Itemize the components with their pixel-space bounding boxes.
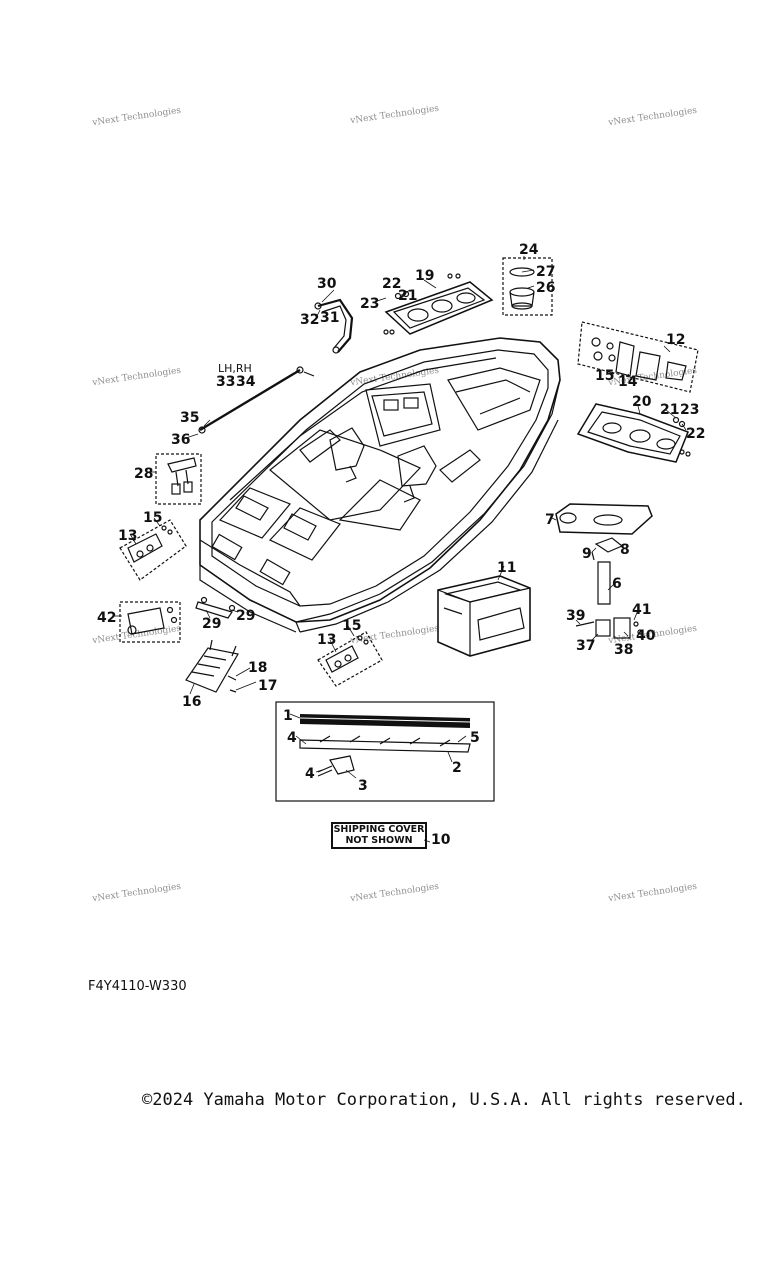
cooler bbox=[437, 575, 531, 657]
callout-34: 34 bbox=[236, 374, 256, 390]
side-label: LH,RH bbox=[218, 362, 252, 375]
callout-13b: 13 bbox=[317, 632, 336, 648]
callout-11: 11 bbox=[497, 560, 516, 576]
tray-19 bbox=[383, 273, 494, 335]
ladder bbox=[185, 639, 239, 693]
callout-21: 21 bbox=[398, 288, 417, 304]
callout-37: 37 bbox=[576, 638, 595, 654]
cup-holder-box bbox=[502, 257, 553, 316]
callout-15b: 15 bbox=[143, 510, 162, 526]
callout-9: 9 bbox=[582, 546, 592, 562]
hinge-kit bbox=[577, 321, 699, 393]
callout-12: 12 bbox=[666, 332, 685, 348]
callout-10: 10 bbox=[431, 832, 451, 848]
callout-22b: 22 bbox=[686, 426, 705, 442]
callout-35: 35 bbox=[180, 410, 199, 426]
diagram-code: F4Y4110-W330 bbox=[88, 979, 187, 994]
callout-30: 30 bbox=[317, 276, 337, 292]
callout-14: 14 bbox=[618, 374, 638, 390]
plate-kit bbox=[119, 601, 181, 643]
callout-7: 7 bbox=[545, 512, 555, 528]
callout-23b: 23 bbox=[680, 402, 699, 418]
callout-26: 27 bbox=[536, 264, 555, 280]
callout-15: 15 bbox=[595, 368, 614, 384]
callout-29: 29 bbox=[236, 608, 255, 624]
boat-hull bbox=[199, 337, 561, 633]
tube-33-34 bbox=[198, 366, 315, 434]
callout-41: 41 bbox=[632, 602, 651, 618]
callout-23: 23 bbox=[360, 296, 379, 312]
callout-5: 5 bbox=[470, 730, 480, 746]
bracket-28-29 bbox=[195, 596, 236, 619]
callout-4b: 4 bbox=[305, 766, 315, 782]
callout-28: 29 bbox=[202, 616, 221, 632]
graphics-box bbox=[275, 701, 495, 802]
callout-36: 36 bbox=[171, 432, 190, 448]
callout-31: 31 bbox=[320, 310, 339, 326]
callout-15c: 15 bbox=[342, 618, 361, 634]
callout-8: 8 bbox=[620, 542, 630, 558]
callout-24: 24 bbox=[519, 242, 539, 258]
bracket-kit-lower bbox=[317, 631, 383, 687]
shipping-note-line2: NOT SHOWN bbox=[345, 835, 413, 846]
callout-38: 38 bbox=[614, 642, 633, 658]
callout-17: 17 bbox=[258, 678, 277, 694]
grab-rail bbox=[314, 298, 354, 354]
callout-18: 18 bbox=[248, 660, 267, 676]
callout-2: 2 bbox=[452, 760, 462, 776]
callout-25: 26 bbox=[536, 280, 555, 296]
callout-13: 13 bbox=[118, 528, 137, 544]
callout-19: 19 bbox=[415, 268, 434, 284]
callout-16: 16 bbox=[182, 694, 201, 710]
light-assembly bbox=[575, 617, 643, 639]
shipping-note-line1: SHIPPING COVER bbox=[333, 824, 425, 835]
shipping-cover-note: SHIPPING COVER NOT SHOWN bbox=[331, 822, 427, 849]
callout-20: 20 bbox=[632, 394, 652, 410]
callout-27: 28 bbox=[134, 466, 153, 482]
callout-40: 40 bbox=[636, 628, 656, 644]
callouts: 24 27 26 19 22 21 23 30 31 32 12 15 14 2… bbox=[97, 242, 705, 794]
bracket-kit-left bbox=[119, 519, 187, 581]
callout-6: 6 bbox=[612, 576, 622, 592]
callout-4: 4 bbox=[287, 730, 297, 746]
callout-33: 33 bbox=[216, 374, 235, 390]
latch bbox=[591, 537, 624, 561]
step-plate bbox=[555, 503, 653, 535]
callout-21b: 21 bbox=[660, 402, 679, 418]
callout-32: 32 bbox=[300, 312, 319, 328]
callout-42: 42 bbox=[97, 610, 116, 626]
callout-39: 39 bbox=[566, 608, 585, 624]
callout-22: 22 bbox=[382, 276, 401, 292]
copyright-notice: ©2024 Yamaha Motor Corporation, U.S.A. A… bbox=[142, 1090, 746, 1110]
callout-3: 3 bbox=[358, 778, 368, 794]
callout-1: 1 bbox=[283, 708, 293, 724]
leader-lines bbox=[114, 256, 687, 843]
cleat-box bbox=[155, 453, 202, 505]
strap bbox=[597, 561, 611, 605]
